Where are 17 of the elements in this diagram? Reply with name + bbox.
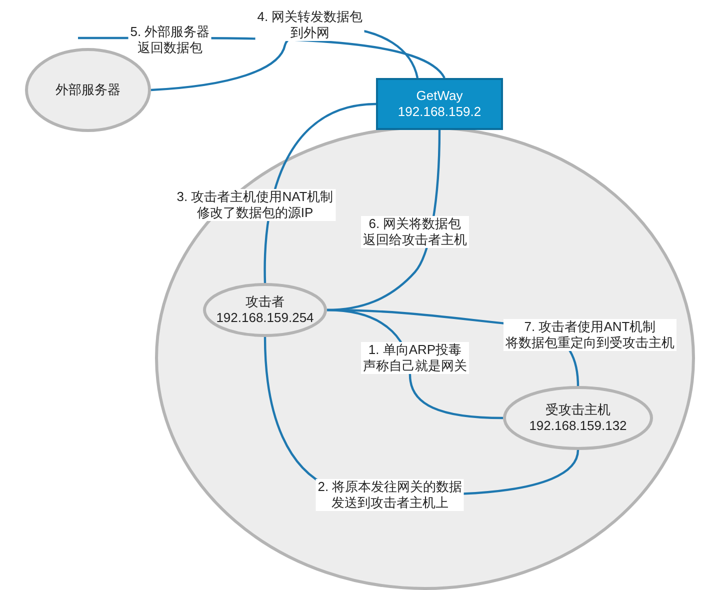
- ip-address: 192.168.159.132: [529, 418, 627, 434]
- node-title: 受攻击主机: [546, 402, 610, 418]
- edge-label: 4. 网关转发数据包到外网: [255, 9, 365, 41]
- edge-label: 5. 外部服务器返回数据包: [128, 24, 212, 56]
- edge-label: 7. 攻击者使用ANT机制将数据包重定向到受攻击主机: [504, 319, 676, 351]
- victim-ellipse: [503, 386, 653, 450]
- gateway-box: [376, 78, 503, 130]
- node-title: GetWay: [416, 88, 463, 104]
- attacker-ellipse: [203, 283, 327, 337]
- node-title: 攻击者: [246, 294, 284, 310]
- edge-label: 3. 攻击者主机使用NAT机制修改了数据包的源IP: [174, 189, 336, 221]
- ip-address: 192.168.159.2: [398, 104, 482, 120]
- edge-label: 6. 网关将数据包返回给攻击者主机: [361, 216, 469, 248]
- ip-address: 192.168.159.254: [215, 310, 315, 326]
- edge-label: 2. 将原本发往网关的数据发送到攻击者主机上: [316, 479, 464, 511]
- node-title: 外部服务器: [56, 82, 120, 98]
- edge-label: 1. 单向ARP投毒声称自己就是网关: [361, 342, 469, 374]
